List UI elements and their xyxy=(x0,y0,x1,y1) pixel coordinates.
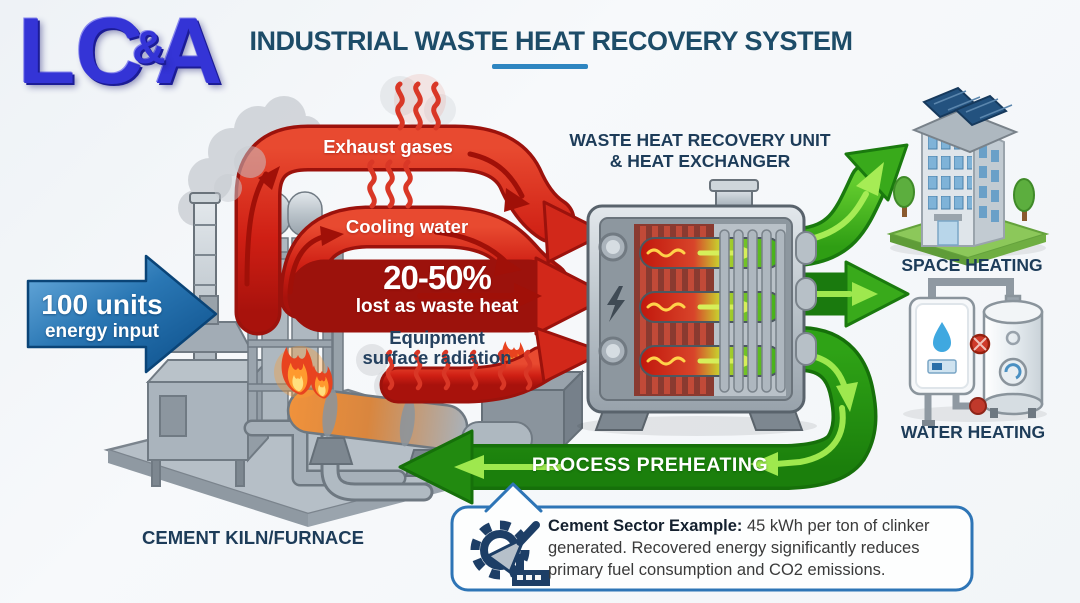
logo-letters: LC xyxy=(18,0,144,103)
storage-tank xyxy=(982,294,1044,418)
water-heating-label: WATER HEATING xyxy=(900,422,1046,442)
space-heating-label: SPACE HEATING xyxy=(901,255,1043,275)
building-roof xyxy=(911,108,1019,154)
callout-body: 45 kWh per ton of clinker generated. Rec… xyxy=(548,517,930,579)
cooling-water-label: Cooling water xyxy=(345,216,469,237)
cement-kiln-label: CEMENT KILN/FURNACE xyxy=(142,527,364,548)
office-building-illustration xyxy=(886,86,1050,266)
tree xyxy=(893,176,1035,221)
recovery-unit-title-line2: & HEAT EXCHANGER xyxy=(609,151,791,171)
water-drop-icon xyxy=(933,322,951,352)
energy-input-value: 100 units xyxy=(41,289,163,320)
callout-pointer xyxy=(484,482,543,513)
gear-trowel-factory-icon xyxy=(470,520,550,586)
tankless-heater xyxy=(908,296,976,396)
loss-percent-label: 20-50% xyxy=(383,259,492,296)
plant-pipes xyxy=(243,419,434,502)
cement-sector-callout-box xyxy=(450,482,974,592)
waste-heat-arrows xyxy=(234,124,612,404)
equipment-radiation-label: Equipment surface radiation xyxy=(362,327,512,369)
building-door xyxy=(937,220,959,246)
exhaust-gases-label: Exhaust gases xyxy=(323,136,453,157)
energy-input-arrow xyxy=(26,254,218,374)
callout-lead: Cement Sector Example: xyxy=(548,517,743,535)
company-logo: LC&A xyxy=(18,0,223,103)
water-heating-illustration xyxy=(903,278,1047,426)
page-title: INDUSTRIAL WASTE HEAT RECOVERY SYSTEM xyxy=(249,26,853,56)
logo-ampersand: & xyxy=(132,21,166,73)
recovered-heat-arrows xyxy=(398,143,910,505)
cooling-fins xyxy=(719,229,786,393)
loss-caption-label: lost as waste heat xyxy=(355,296,519,317)
valve-icon xyxy=(969,397,987,415)
solar-panel xyxy=(922,86,1013,127)
title-underline xyxy=(492,64,588,69)
process-preheating-label: PROCESS PREHEATING xyxy=(531,454,769,476)
heat-exchanger-illustration xyxy=(577,179,817,436)
recovery-unit-title-line1: WASTE HEAT RECOVERY UNIT xyxy=(569,130,831,150)
radiation-arrowhead xyxy=(534,326,606,384)
lightning-bolt-icon xyxy=(607,286,625,322)
cement-sector-example-text: Cement Sector Example: 45 kWh per ton of… xyxy=(548,516,968,582)
energy-input-label: energy input xyxy=(44,321,160,342)
heat-wave-icon xyxy=(367,81,533,391)
exhaust-arrowhead xyxy=(542,200,608,264)
